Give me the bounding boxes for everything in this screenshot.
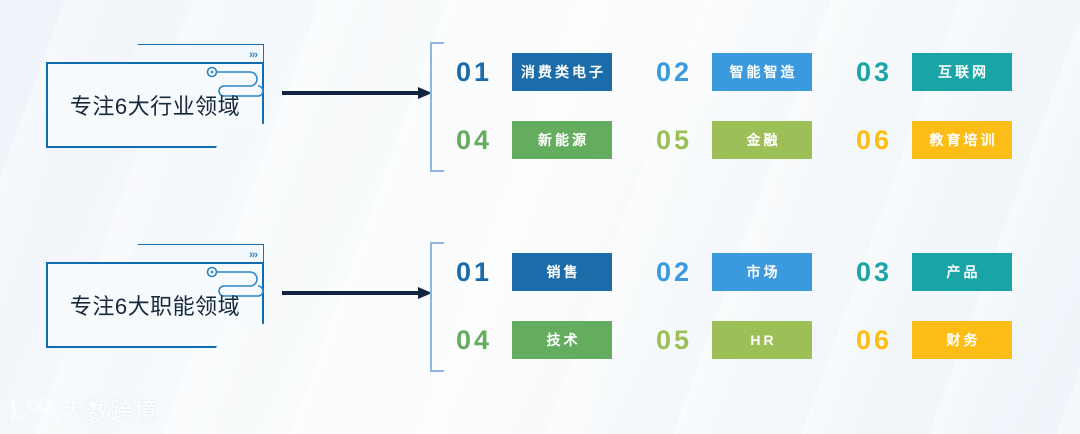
tag-label: 市场 xyxy=(712,253,812,291)
tag-number: 05 xyxy=(656,124,693,155)
bracket-function xyxy=(430,242,444,372)
tag-label: 财务 xyxy=(912,321,1012,359)
tag-label: 产品 xyxy=(912,253,1012,291)
tag-number: 03 xyxy=(856,56,893,87)
tag-label: 互联网 xyxy=(912,53,1012,91)
card-title: 专注6大职能领域 xyxy=(69,294,241,319)
tag-label: 智能智造 xyxy=(712,53,812,91)
tag-label: 消费类电子 xyxy=(512,53,612,91)
tag-cell[interactable]: 02 市场 xyxy=(656,238,856,306)
tag-label: 技术 xyxy=(512,321,612,359)
tag-label: 教育培训 xyxy=(912,121,1012,159)
tag-cell[interactable]: 03 产品 xyxy=(856,238,1056,306)
watermark-text: 大数跨境 xyxy=(62,398,158,424)
tag-number: 01 xyxy=(456,256,493,287)
card-function: ››› 专注6大职能领域 xyxy=(46,244,274,364)
tag-number: 04 xyxy=(456,324,493,355)
tag-cell[interactable]: 06 财务 xyxy=(856,306,1056,374)
card-industry: ››› 专注6大行业领域 xyxy=(46,44,274,164)
tag-cell[interactable]: 04 技术 xyxy=(456,306,656,374)
bracket-industry xyxy=(430,42,444,172)
tag-label: 销售 xyxy=(512,253,612,291)
tag-label: 新能源 xyxy=(512,121,612,159)
tag-cell[interactable]: 05 HR xyxy=(656,306,856,374)
tag-label: HR xyxy=(712,321,812,359)
wire-decoration-icon xyxy=(206,66,264,97)
tag-number: 04 xyxy=(456,124,493,155)
section-function: ››› 专注6大职能领域 01 销售 02 市场 xyxy=(0,232,1080,402)
tag-grid-function: 01 销售 02 市场 03 产品 04 技术 05 HR 06 财务 xyxy=(456,238,1056,374)
section-industry: ››› 专注6大行业领域 01 消费类电子 02 智能智造 xyxy=(0,32,1080,202)
chevrons-icon: ››› xyxy=(249,249,258,261)
watermark: 大数跨境 xyxy=(8,392,158,426)
tag-number: 06 xyxy=(856,124,893,155)
tag-cell[interactable]: 02 智能智造 xyxy=(656,38,856,106)
tag-cell[interactable]: 01 消费类电子 xyxy=(456,38,656,106)
tag-number: 02 xyxy=(656,56,693,87)
logo-mark-icon xyxy=(11,397,52,421)
tag-cell[interactable]: 04 新能源 xyxy=(456,106,656,174)
arrow-industry xyxy=(282,87,432,99)
tag-number: 02 xyxy=(656,256,693,287)
wire-decoration-icon xyxy=(206,266,264,297)
tag-cell[interactable]: 06 教育培训 xyxy=(856,106,1056,174)
chevrons-icon: ››› xyxy=(249,49,258,61)
tag-number: 01 xyxy=(456,56,493,87)
tag-grid-industry: 01 消费类电子 02 智能智造 03 互联网 04 新能源 05 金融 06 … xyxy=(456,38,1056,174)
tag-label: 金融 xyxy=(712,121,812,159)
tag-number: 06 xyxy=(856,324,893,355)
tag-number: 05 xyxy=(656,324,693,355)
tag-number: 03 xyxy=(856,256,893,287)
tag-cell[interactable]: 05 金融 xyxy=(656,106,856,174)
tag-cell[interactable]: 03 互联网 xyxy=(856,38,1056,106)
card-title: 专注6大行业领域 xyxy=(69,94,241,119)
arrow-function xyxy=(282,287,432,299)
tag-cell[interactable]: 01 销售 xyxy=(456,238,656,306)
